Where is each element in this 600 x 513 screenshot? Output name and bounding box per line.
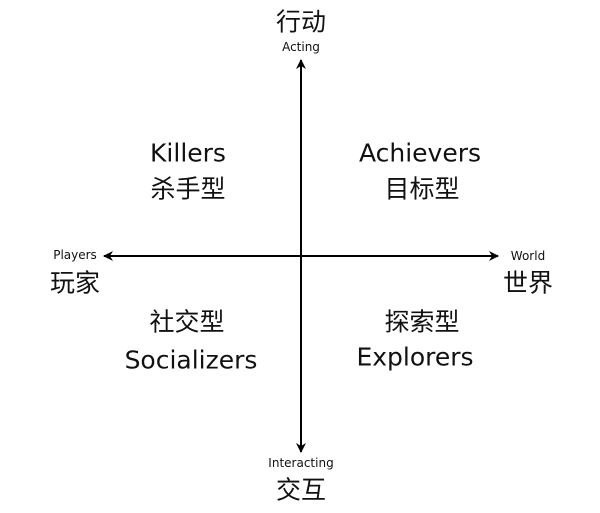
top-axis-en: Acting [282,40,320,54]
achievers-label: Achievers [358,138,482,168]
explorers-label: Explorers [356,342,474,372]
right-axis-cn: 世界 [502,268,554,298]
bottom-axis-en: Interacting [268,456,334,470]
socializers-label: Socializers [124,345,258,375]
right-axis-en: World [510,249,546,263]
top-axis-cn: 行动 [275,7,327,37]
bottom-axis-cn: 交互 [275,475,327,505]
achievers-cn-label: 目标型 [384,174,460,204]
left-axis-en: Players [53,248,97,262]
explorers-cn-label: 探索型 [384,307,460,337]
socializers-cn-label: 社交型 [149,307,225,337]
killers-label: Killers [150,138,226,168]
killers-cn-label: 杀手型 [150,174,226,204]
left-axis-cn: 玩家 [49,268,101,298]
